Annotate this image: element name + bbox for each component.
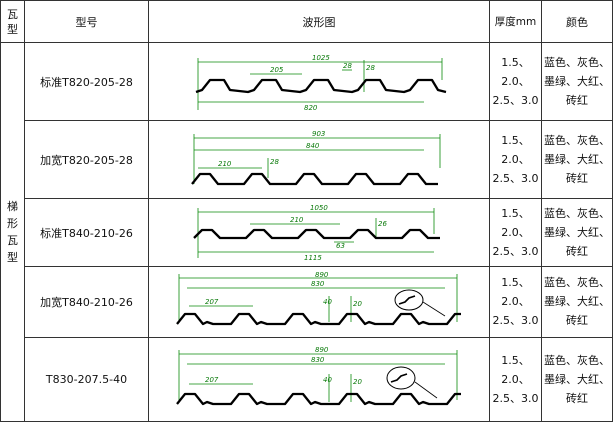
- thickness-line: 1.5、2.0、: [501, 207, 530, 240]
- dim-top: 903: [312, 130, 325, 138]
- thickness-line: 2.5、3.0: [492, 245, 539, 259]
- table-row: 加宽T820-205-28 903 840 210 28 1.5、2.0、 2.…: [1, 120, 613, 200]
- color-line: 砖红: [566, 245, 588, 259]
- color-line: 蓝色、灰色、: [544, 276, 610, 290]
- color-line: 蓝色、灰色、: [544, 56, 610, 70]
- model-cell: 标准T820-205-28: [24, 42, 149, 122]
- dim-a: 28: [343, 62, 352, 70]
- color-cell: 蓝色、灰色、 墨绿、大红、 砖红: [541, 120, 613, 200]
- waveform-cell: 1050 210 26 63 1115: [148, 198, 490, 267]
- color-line: 墨绿、大红、: [544, 372, 610, 386]
- dim-top: 1025: [312, 54, 330, 62]
- header-model: 型号: [24, 0, 149, 44]
- color-line: 墨绿、大红、: [544, 295, 610, 309]
- thickness-line: 2.5、3.0: [492, 172, 539, 186]
- thickness-line: 1.5、2.0、: [501, 276, 530, 309]
- thickness-cell: 1.5、2.0、 2.5、3.0: [489, 265, 542, 338]
- color-cell: 蓝色、灰色、 墨绿、大红、 砖红: [541, 42, 613, 122]
- dim-mid: 830: [311, 280, 325, 288]
- model-cell: 加宽T840-210-26: [24, 265, 149, 338]
- color-line: 墨绿、大红、: [544, 226, 610, 240]
- color-cell: 蓝色、灰色、 墨绿、大红、 砖红: [541, 336, 613, 423]
- dim-b: 63: [336, 242, 345, 250]
- model-cell: 标准T840-210-26: [24, 198, 149, 267]
- thickness-line: 2.5、3.0: [492, 391, 539, 405]
- color-line: 墨绿、大红、: [544, 153, 610, 167]
- color-line: 砖红: [566, 94, 588, 108]
- table-row: 标准T840-210-26 1050 210 26 63 1115 1.5、2.…: [1, 198, 613, 267]
- waveform-drawing: 903 840 210 28: [191, 130, 441, 185]
- table-row: 加宽T840-210-26 890 830 207 40 20: [1, 265, 613, 338]
- color-line: 蓝色、灰色、: [544, 207, 610, 221]
- waveform-drawing: 890 830 207 40 20: [176, 272, 461, 325]
- waveform-drawing: 890 830 207 40 20: [176, 346, 461, 406]
- thickness-cell: 1.5、2.0、 2.5、3.0: [489, 198, 542, 267]
- color-cell: 蓝色、灰色、 墨绿、大红、 砖红: [541, 265, 613, 338]
- dim-pitch: 205: [270, 66, 284, 74]
- dim-pitch: 207: [205, 298, 219, 306]
- thickness-line: 1.5、2.0、: [501, 56, 530, 89]
- header-thickness: 厚度mm: [489, 0, 542, 44]
- header-row: 瓦型 型号 波形图 厚度mm 颜色: [0, 0, 613, 44]
- color-line: 蓝色、灰色、: [544, 353, 610, 367]
- dim-bottom: 820: [304, 104, 318, 112]
- model-cell: 加宽T820-205-28: [24, 120, 149, 200]
- dim-bottom: 1115: [304, 254, 322, 262]
- color-line: 砖红: [566, 172, 588, 186]
- dim-b: 28: [366, 64, 375, 72]
- category-cell: 梯形瓦型: [0, 42, 25, 422]
- dim-pitch: 207: [205, 376, 219, 384]
- header-waveform: 波形图: [148, 0, 490, 44]
- model-cell: T830-207.5-40: [24, 336, 149, 423]
- thickness-line: 2.5、3.0: [492, 94, 539, 108]
- dim-top: 1050: [310, 204, 328, 212]
- header-color: 颜色: [541, 0, 613, 44]
- color-cell: 蓝色、灰色、 墨绿、大红、 砖红: [541, 198, 613, 267]
- thickness-line: 1.5、2.0、: [501, 134, 530, 167]
- thickness-cell: 1.5、2.0、 2.5、3.0: [489, 42, 542, 122]
- category-text: 梯形瓦型: [7, 200, 18, 265]
- dim-mid: 830: [311, 356, 325, 364]
- header-category-text: 瓦型: [7, 7, 18, 36]
- table-row: 梯形瓦型 标准T820-205-28 1025 205 28 28 820 1.…: [0, 42, 613, 422]
- dim-a: 26: [378, 220, 387, 228]
- waveform-drawing: 1025 205 28 28 820: [195, 54, 447, 112]
- dim-mid: 840: [306, 142, 320, 150]
- dim-pitch: 210: [218, 160, 232, 168]
- thickness-line: 1.5、2.0、: [501, 353, 530, 386]
- color-line: 蓝色、灰色、: [544, 134, 610, 148]
- dim-pitch: 210: [290, 216, 304, 224]
- color-line: 砖红: [566, 391, 588, 405]
- waveform-cell: 903 840 210 28: [148, 120, 490, 200]
- waveform-drawing: 1050 210 26 63 1115: [193, 204, 440, 262]
- waveform-cell: 890 830 207 40 20: [148, 336, 490, 423]
- header-category: 瓦型: [0, 0, 25, 44]
- dim-top: 890: [315, 272, 329, 279]
- dim-b: 20: [353, 300, 362, 308]
- dim-b: 20: [353, 378, 362, 386]
- waveform-cell: 890 830 207 40 20: [148, 265, 490, 338]
- color-line: 墨绿、大红、: [544, 75, 610, 89]
- dim-a: 40: [323, 376, 332, 384]
- table-row: T830-207.5-40 890 830 207 40 20: [1, 336, 613, 423]
- dim-a: 40: [323, 298, 332, 306]
- dim-a: 28: [270, 158, 279, 166]
- thickness-cell: 1.5、2.0、 2.5、3.0: [489, 120, 542, 200]
- thickness-cell: 1.5、2.0、 2.5、3.0: [489, 336, 542, 423]
- dim-top: 890: [315, 346, 329, 354]
- waveform-cell: 1025 205 28 28 820: [148, 42, 490, 122]
- thickness-line: 2.5、3.0: [492, 314, 539, 328]
- color-line: 砖红: [566, 314, 588, 328]
